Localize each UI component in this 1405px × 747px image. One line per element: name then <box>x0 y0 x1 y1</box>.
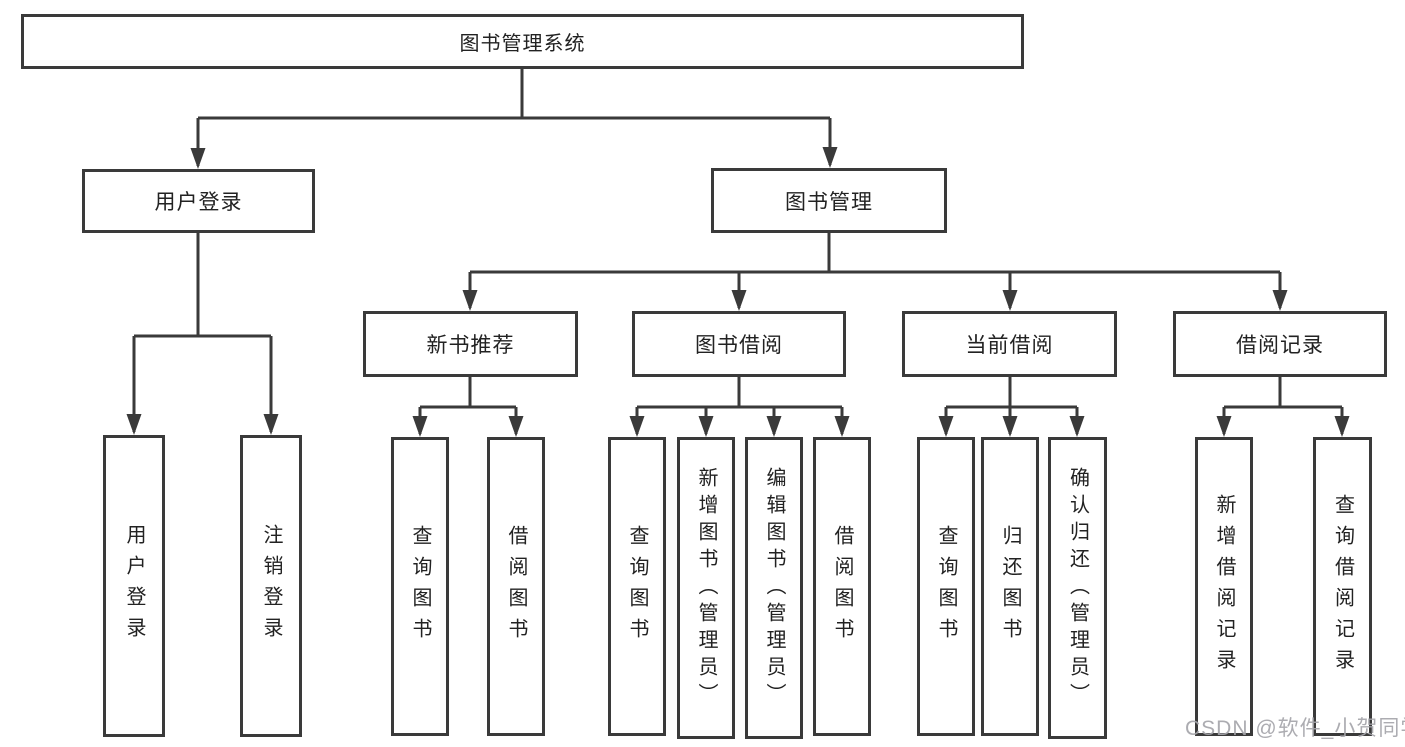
leaf-return-book: 归还图书 <box>981 437 1039 736</box>
leaf-edit-book-admin-label: 编辑图书（管理员） <box>763 466 785 710</box>
node-book-borrowing: 图书借阅 <box>632 311 846 377</box>
leaf-confirm-return-admin: 确认归还（管理员） <box>1048 437 1107 739</box>
leaf-query-books-borrow: 查询图书 <box>608 437 666 736</box>
leaf-add-borrow-record: 新增借阅记录 <box>1195 437 1253 736</box>
leaf-query-borrow-record: 查询借阅记录 <box>1313 437 1372 736</box>
leaf-add-book-admin-label: 新增图书（管理员） <box>695 466 717 710</box>
leaf-borrow-books: 借阅图书 <box>813 437 871 736</box>
leaf-borrow-books-recommend: 借阅图书 <box>487 437 545 736</box>
leaf-query-books-current: 查询图书 <box>917 437 975 736</box>
leaf-borrow-books-recommend-label: 借阅图书 <box>505 524 527 649</box>
leaf-query-books-recommend-label: 查询图书 <box>409 524 431 649</box>
node-borrowing-records: 借阅记录 <box>1173 311 1387 377</box>
leaf-add-book-admin: 新增图书（管理员） <box>677 437 735 739</box>
leaf-logout-label: 注销登录 <box>260 524 282 648</box>
leaf-query-books-borrow-label: 查询图书 <box>626 524 648 649</box>
leaf-confirm-return-admin-label: 确认归还（管理员） <box>1066 466 1089 710</box>
leaf-borrow-books-label: 借阅图书 <box>831 524 853 649</box>
node-book-management: 图书管理 <box>711 168 947 233</box>
leaf-return-book-label: 归还图书 <box>999 524 1021 649</box>
node-new-book-recommend: 新书推荐 <box>363 311 578 377</box>
node-root: 图书管理系统 <box>21 14 1024 69</box>
leaf-user-login: 用户登录 <box>103 435 165 737</box>
leaf-edit-book-admin: 编辑图书（管理员） <box>745 437 803 739</box>
node-current-borrowing: 当前借阅 <box>902 311 1117 377</box>
watermark: CSDN @软件_小贺同学 <box>1185 717 1405 740</box>
leaf-query-books-recommend: 查询图书 <box>391 437 449 736</box>
leaf-logout: 注销登录 <box>240 435 302 737</box>
leaf-user-login-label: 用户登录 <box>123 524 145 648</box>
leaf-add-borrow-record-label: 新增借阅记录 <box>1213 493 1235 680</box>
leaf-query-books-current-label: 查询图书 <box>935 524 957 649</box>
leaf-query-borrow-record-label: 查询借阅记录 <box>1331 493 1354 680</box>
node-user-login: 用户登录 <box>82 169 315 233</box>
